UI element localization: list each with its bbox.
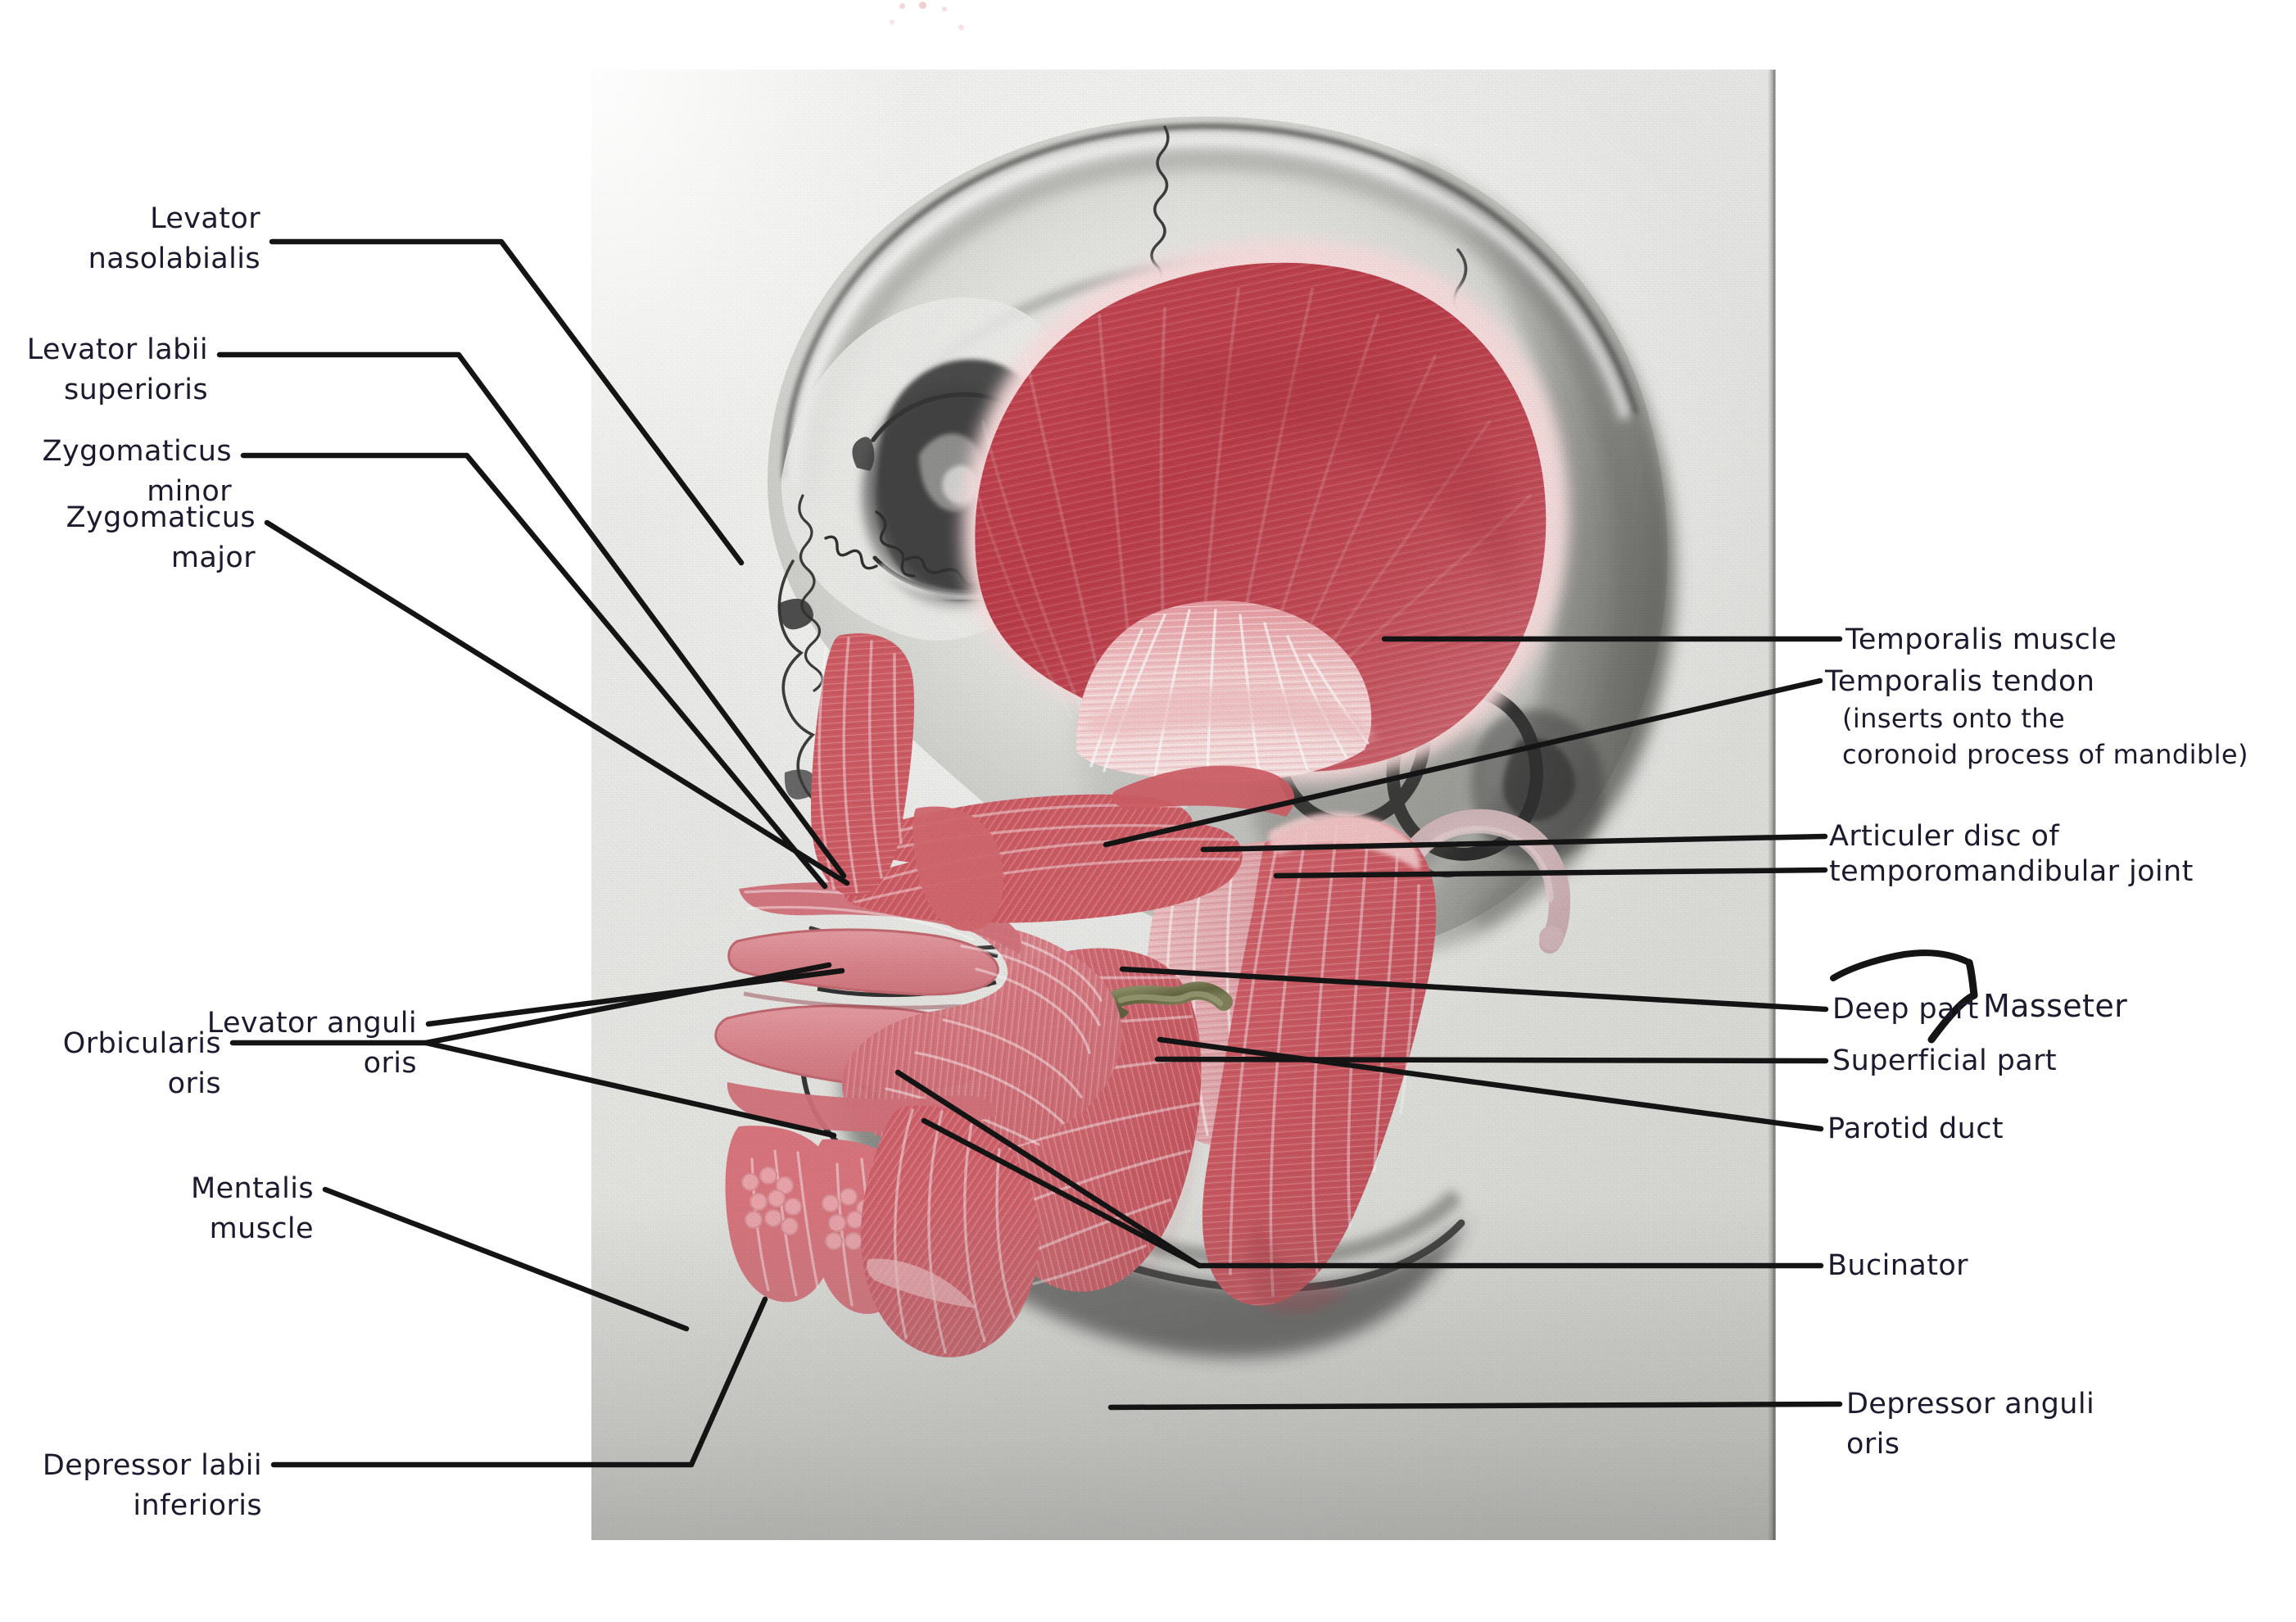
label-parotid-duct: Parotid duct xyxy=(1827,1112,2004,1145)
leader-depressor-anguli-oris xyxy=(1107,1401,1843,1411)
label-masseter: Masseter xyxy=(1983,988,2128,1024)
leader-deep-part xyxy=(1119,966,1829,1013)
paper-speck-artifact xyxy=(890,20,894,25)
label-levator-labii-superioris: Levator labii superioris xyxy=(26,333,208,406)
leader-mentalis-muscle xyxy=(322,1186,690,1332)
label-depressor-labii-inferioris: Depressor labii inferioris xyxy=(42,1449,262,1522)
panel-corner-highlight xyxy=(591,70,903,496)
label-temporalis-tendon-note: (inserts onto the coronoid process of ma… xyxy=(1842,703,2248,770)
leader-bucinator-branch-1 xyxy=(894,1069,1202,1269)
panel-right-edge xyxy=(1768,70,1776,1540)
leader-bucinator-branch-2 xyxy=(921,1117,1202,1269)
leader-zygomaticus-minor xyxy=(240,452,828,890)
leader-parotid-duct xyxy=(1157,1036,1824,1132)
leader-depressor-labii-inferioris xyxy=(270,1296,768,1468)
skull-and-muscle-drawing xyxy=(591,70,1776,1540)
leader-levator-anguli-oris xyxy=(425,967,845,1027)
label-levator-nasolabialis: Levator nasolabialis xyxy=(88,202,260,275)
leader-temporomandibular-joint xyxy=(1273,867,1828,879)
label-levator-anguli-oris: Levator anguli oris xyxy=(206,1007,417,1080)
label-temporomandibular-joint: temporomandibular joint xyxy=(1829,855,2194,888)
label-deep-part: Deep part xyxy=(1832,993,1979,1026)
leader-temporalis-tendon xyxy=(1103,677,1823,848)
paper-speck-artifact xyxy=(958,25,964,30)
label-temporalis-tendon: Temporalis tendon xyxy=(1825,665,2095,698)
leader-levator-labii-superioris xyxy=(216,351,847,879)
paper-speck-artifact xyxy=(919,2,926,9)
label-articular-disc: Articuler disc of xyxy=(1829,820,2060,853)
leader-articular-disc xyxy=(1200,833,1828,853)
leader-levator-nasolabialis xyxy=(269,238,745,566)
label-temporalis-muscle: Temporalis muscle xyxy=(1845,623,2117,656)
leader-zygomaticus-major xyxy=(264,519,850,886)
masseter-brace xyxy=(1830,949,1978,1044)
paper-speck-artifact xyxy=(942,7,947,11)
label-depressor-anguli-oris: Depressor anguli oris xyxy=(1846,1388,2095,1461)
label-bucinator: Bucinator xyxy=(1827,1249,1968,1282)
leader-orbicularis-oris-branch xyxy=(423,1040,837,1139)
label-superficial-part: Superficial part xyxy=(1832,1044,2058,1077)
label-zygomaticus-major: Zygomaticus major xyxy=(66,501,256,574)
paper-speck-artifact xyxy=(899,3,905,9)
label-zygomaticus-minor: Zygomaticus minor xyxy=(42,435,232,508)
leader-superficial-part xyxy=(1154,1056,1829,1064)
label-orbicularis-oris: Orbicularis oris xyxy=(62,1027,221,1100)
label-mentalis-muscle: Mentalis muscle xyxy=(191,1172,314,1245)
